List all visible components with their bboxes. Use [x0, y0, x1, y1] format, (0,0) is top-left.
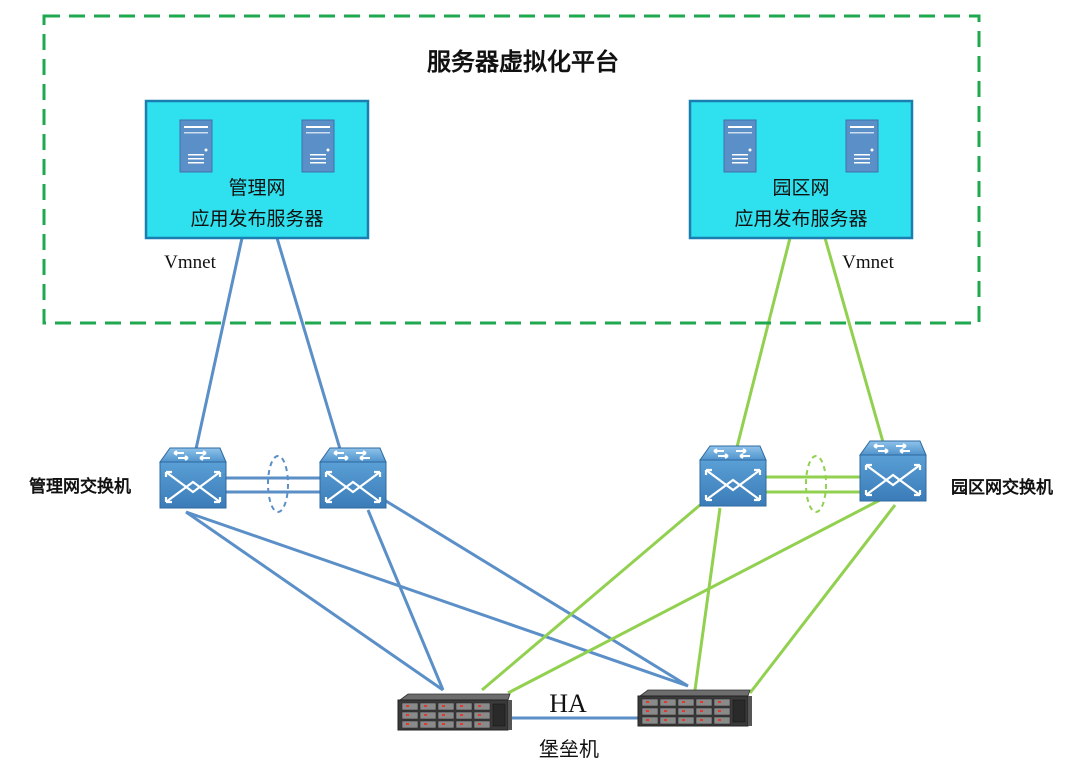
bastion-label: 堡垒机 [539, 737, 599, 761]
mgmt-vmnet-label: Vmnet [164, 252, 216, 273]
server-tower-icon [845, 119, 879, 173]
network-switch-icon [318, 446, 388, 510]
mgmt-links [185, 237, 689, 720]
campus-aggregation-ellipse [805, 455, 827, 513]
link-campus-server-switch-b [823, 237, 885, 443]
link-campus-switch-b-bastion-a [507, 498, 881, 695]
link-mgmt-server-switch-b [275, 237, 342, 450]
campus-server-label-2: 应用发布服务器 [734, 208, 867, 230]
link-mgmt-switch-a-bastion-a [185, 510, 444, 692]
link-mgmt-switch-b-bastion-a [366, 509, 445, 691]
rack-server-icon [637, 689, 753, 727]
mgmt-switch-label: 管理网交换机 [29, 476, 131, 497]
link-campus-server-switch-a [735, 237, 792, 448]
mgmt-app-server-box: 管理网 应用发布服务器 [144, 99, 370, 240]
campus-links [481, 237, 897, 695]
platform-boundary [42, 14, 981, 325]
link-campus-switch-a-bastion-b [693, 507, 722, 691]
link-mgmt-switch-a-bastion-b [185, 510, 689, 688]
mgmt-server-label-2: 应用发布服务器 [190, 208, 323, 230]
network-switch-icon [158, 446, 228, 510]
mgmt-server-label-1: 管理网 [228, 177, 285, 199]
campus-app-server-box: 园区网 应用发布服务器 [688, 99, 914, 240]
mgmt-aggregation-ellipse [267, 455, 289, 513]
ha-label: HA [549, 689, 587, 718]
campus-server-label-1: 园区网 [772, 177, 829, 199]
campus-vmnet-label: Vmnet [842, 252, 894, 273]
link-mgmt-switch-b-bastion-b [367, 488, 689, 688]
server-tower-icon [179, 119, 213, 173]
network-switch-icon [858, 439, 928, 503]
link-campus-switch-b-bastion-b [748, 504, 897, 694]
link-campus-switch-a-bastion-a [481, 503, 701, 692]
network-switch-icon [698, 444, 768, 508]
server-tower-icon [723, 119, 757, 173]
platform-title: 服务器虚拟化平台 [427, 48, 619, 76]
server-tower-icon [301, 119, 335, 173]
rack-server-icon [397, 693, 513, 731]
link-mgmt-server-switch-a [194, 237, 244, 450]
campus-switch-label: 园区网交换机 [951, 477, 1053, 498]
